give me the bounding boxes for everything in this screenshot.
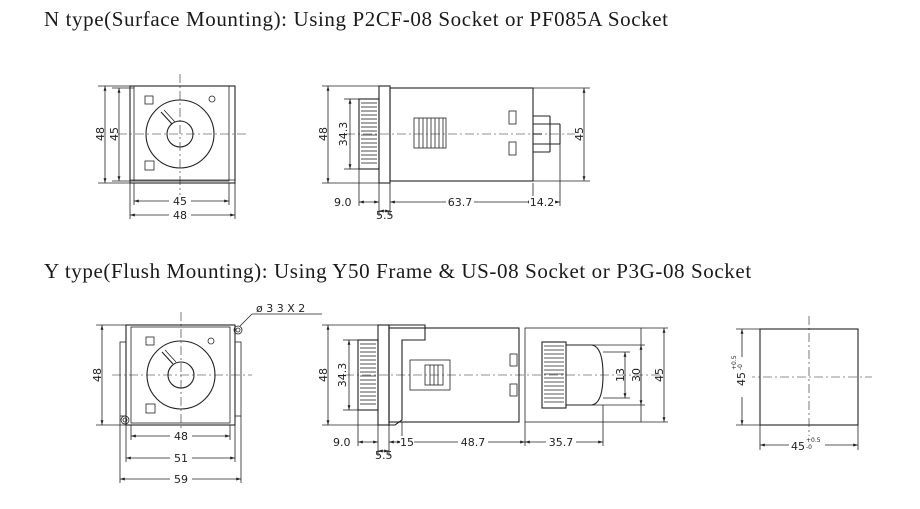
y-side-height-label: 48 [317, 368, 330, 382]
y-front-indicator-top [145, 336, 155, 346]
n-front-indicator-bottom [144, 160, 155, 171]
y-front-width-1-label: 48 [174, 430, 188, 443]
panel-cutout: 45 +0.5 -0 45 +0.5 -0 [731, 316, 872, 453]
n-side-dim-pins-label: 14.2 [530, 196, 555, 209]
y-side-slot-bottom [509, 383, 518, 397]
n-front-indicator-top [144, 95, 154, 105]
y-side-dim-45-label: 45 [653, 368, 666, 382]
y-side-dim-knob-label: 9.0 [333, 436, 351, 449]
y-front-clip-left [119, 341, 127, 417]
n-side-view: 48 34.3 45 9.0 5.5 63.7 14.2 [317, 85, 590, 222]
n-front-height-outer-label: 48 [94, 127, 107, 141]
y-front-clip-right [234, 341, 242, 417]
y-side-dim-30-label: 30 [630, 368, 643, 382]
n-front-height-inner-label: 45 [108, 127, 121, 141]
n-side-body [389, 87, 534, 182]
panel-cutout-width-tol-upper: +0.5 [806, 437, 821, 444]
y-side-slot-top [509, 353, 518, 367]
n-type-title: N type(Surface Mounting): Using P2CF-08 … [44, 7, 669, 31]
y-front-screw-top [233, 325, 243, 335]
n-side-right-height-label: 45 [573, 127, 586, 141]
n-front-view: 48 45 45 48 [94, 74, 246, 222]
y-side-view: 48 34.3 13 30 45 9.0 5.5 15 48.7 [317, 324, 668, 462]
n-side-slot-bottom [508, 141, 517, 156]
panel-cutout-height-label: 45 [735, 372, 748, 386]
y-front-screw-bottom [120, 415, 130, 425]
y-side-dim-flange-label: 5.5 [375, 449, 393, 462]
y-side-dim-socket-label: 35.7 [549, 436, 574, 449]
y-front-pointer [161, 351, 174, 365]
n-side-dim-body-label: 63.7 [448, 196, 473, 209]
n-side-height-label: 48 [317, 127, 330, 141]
n-side-dim-knob-label: 9.0 [334, 196, 352, 209]
y-front-height-label: 48 [91, 368, 104, 382]
n-side-latch [413, 117, 447, 149]
y-side-dim-13-label: 13 [614, 368, 627, 382]
y-front-indicator-bottom [145, 403, 156, 414]
y-side-dim-body-label: 48.7 [461, 436, 486, 449]
n-front-width-inner-label: 45 [173, 195, 187, 208]
y-front-width-3-label: 59 [174, 473, 188, 486]
panel-cutout-height-tol-upper: +0.5 [731, 355, 738, 370]
n-front-pointer [160, 111, 173, 125]
y-front-view: ø 3 3 X 2 48 48 51 59 [91, 302, 322, 486]
y-front-led [207, 337, 215, 345]
y-front-hole-note: ø 3 3 X 2 [256, 302, 305, 315]
n-side-slot-top [508, 110, 517, 125]
n-front-led [208, 95, 216, 103]
y-side-dim-frame-label: 15 [400, 436, 414, 449]
panel-cutout-width-tol-lower: -0 [806, 444, 812, 451]
n-side-knob-dia-label: 34.3 [337, 122, 350, 147]
n-front-width-outer-label: 48 [173, 209, 187, 222]
panel-cutout-width-label: 45 [791, 440, 805, 453]
y-type-title: Y type(Flush Mounting): Using Y50 Frame … [44, 259, 752, 283]
y-side-knob-dia-label: 34.3 [336, 363, 349, 388]
panel-cutout-height-tol-lower: -0 [737, 364, 744, 370]
n-side-dim-flange-label: 5.5 [376, 209, 394, 222]
n-front-face [133, 85, 230, 182]
n-side-flange [378, 85, 391, 184]
y-front-width-2-label: 51 [174, 452, 188, 465]
